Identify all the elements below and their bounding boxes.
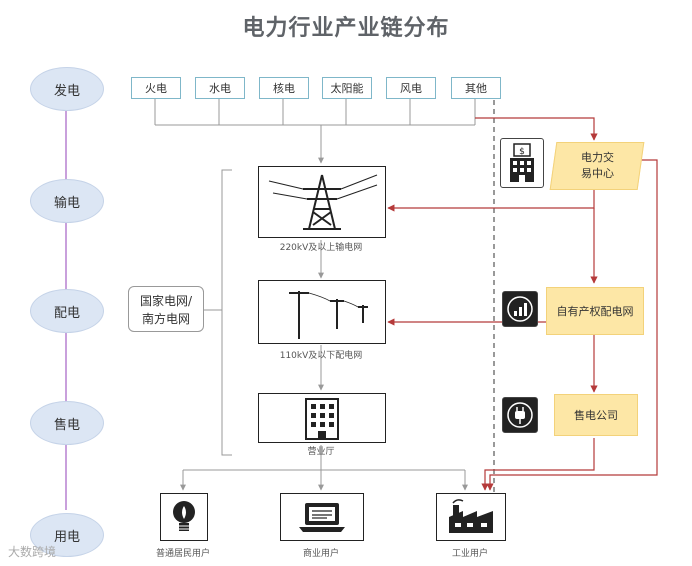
lightbulb-icon: [173, 501, 195, 531]
source-nuclear: 核电: [259, 77, 309, 99]
utility-pole-icon: [289, 291, 368, 339]
transmission-box: [258, 166, 386, 238]
service-hall-box: [258, 393, 386, 443]
factory-icon: [449, 499, 493, 533]
power-exchange-line-2: 易中心: [580, 167, 614, 180]
grid-operator-line-2: 南方电网: [141, 312, 190, 326]
plug-icon: [507, 402, 533, 428]
diagram-title: 电力行业产业链分布: [242, 16, 450, 41]
industrial-user-label: 工业用户: [451, 549, 488, 559]
power-exchange-center: 电力交 易中心: [549, 142, 645, 190]
private-grid-icon-box: [502, 291, 538, 327]
bank-building-icon: $: [510, 143, 534, 182]
industrial-user-box: [436, 493, 506, 541]
stage-consumption: 用电: [30, 513, 104, 557]
source-bus: [154, 98, 476, 491]
exchange-icon-box: $: [500, 138, 544, 188]
power-tower-icon: [268, 174, 378, 230]
retail-company-box: 售电公司: [554, 394, 638, 436]
market-flows: [387, 117, 658, 491]
distribution-box: [258, 280, 386, 344]
retail-icon-box: [502, 397, 538, 433]
source-other: 其他: [451, 77, 501, 99]
power-exchange-line-1: 电力交: [580, 151, 614, 164]
laptop-icon: [299, 503, 345, 532]
power-exchange-text: 电力交 易中心: [581, 150, 614, 182]
source-hydro: 水电: [195, 77, 245, 99]
distribution-caption: 110kV及以下配电网: [279, 351, 363, 361]
commercial-user-box: [280, 493, 364, 541]
transmission-caption: 220kV及以上输电网: [279, 243, 363, 253]
grid-operator-line-1: 国家电网/: [139, 294, 193, 308]
stage-retail: 售电: [30, 401, 104, 445]
source-thermal: 火电: [131, 77, 181, 99]
stage-transmission: 输电: [30, 179, 104, 223]
service-hall-caption: 营业厅: [307, 447, 335, 457]
commercial-user-label: 商业用户: [302, 549, 339, 559]
stage-generation: 发电: [30, 67, 104, 111]
chart-icon: [507, 296, 533, 322]
stage-distribution: 配电: [30, 289, 104, 333]
office-building-icon: [305, 398, 339, 440]
resident-user-label: 普通居民用户: [155, 549, 210, 559]
grid-operator-label: 国家电网/ 南方电网: [128, 286, 204, 332]
svg-text:$: $: [519, 147, 525, 157]
grid-bracket: [221, 169, 232, 456]
private-grid-box: 自有产权配电网: [546, 287, 644, 335]
resident-user-box: [160, 493, 208, 541]
source-solar: 太阳能: [322, 77, 372, 99]
watermark: 大数跨境: [8, 545, 57, 559]
source-wind: 风电: [386, 77, 436, 99]
